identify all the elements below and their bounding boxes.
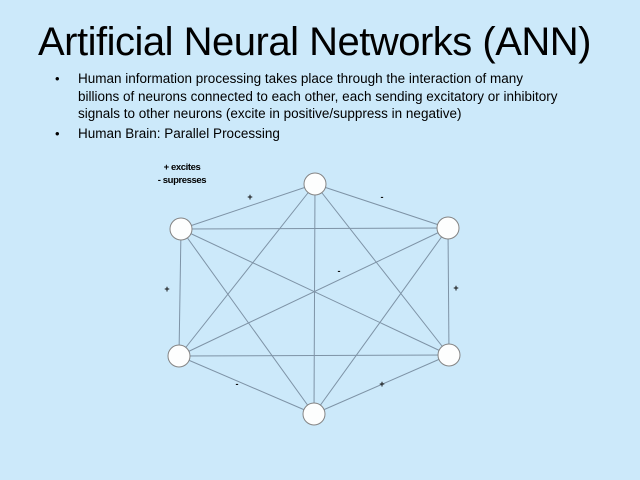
diagram-legend: + excites - supresses bbox=[150, 162, 214, 187]
neuron-node-top-right bbox=[436, 216, 460, 240]
sign-label-minus-5: - bbox=[236, 379, 239, 389]
synapse-edge-top-right-bottom-right bbox=[447, 227, 450, 356]
synapse-edge-top-bottom-left bbox=[178, 183, 316, 357]
synapse-edge-top-top-right bbox=[314, 183, 449, 229]
bullet-icon: • bbox=[55, 125, 60, 141]
sign-label-plus-0: + bbox=[247, 192, 252, 202]
bullet-list: • Human information processing takes pla… bbox=[55, 70, 600, 142]
legend-excites: + excites bbox=[163, 162, 201, 173]
bullet-item-1: • Human information processing takes pla… bbox=[55, 70, 600, 123]
sign-label-minus-1: - bbox=[381, 192, 384, 202]
synapse-edge-top-right-top-left bbox=[180, 227, 449, 230]
neuron-node-top-left bbox=[169, 217, 193, 241]
sign-label-plus-6: + bbox=[379, 379, 384, 389]
synapse-edge-bottom-top-left bbox=[180, 228, 315, 415]
bullet-icon: • bbox=[55, 71, 60, 86]
bullet-text-1: Human information processing takes place… bbox=[78, 71, 558, 121]
synapse-edge-top-right-bottom-left bbox=[178, 227, 449, 357]
synapse-edge-bottom-right-top-left bbox=[180, 228, 450, 356]
synapse-edge-top-top-left bbox=[180, 183, 316, 230]
synapse-edge-top-bottom bbox=[313, 183, 316, 415]
synapse-edge-bottom-right-bottom bbox=[313, 354, 450, 415]
synapse-edge-top-right-bottom bbox=[313, 227, 449, 415]
synapse-edge-bottom-bottom-left bbox=[178, 355, 315, 415]
synapse-edge-bottom-right-bottom-left bbox=[178, 354, 450, 357]
synapse-edge-top-bottom-right bbox=[314, 183, 450, 356]
neuron-node-bottom bbox=[302, 402, 326, 426]
legend-supresses: - supresses bbox=[157, 174, 207, 186]
bullet-text-2: Human Brain: Parallel Processing bbox=[78, 125, 280, 141]
synapse-edge-bottom-left-top-left bbox=[178, 228, 182, 357]
slide-title: Artificial Neural Networks (ANN) bbox=[38, 20, 591, 64]
sign-label-minus-2: - bbox=[338, 266, 341, 276]
sign-label-plus-4: + bbox=[453, 283, 458, 293]
sign-label-plus-3: + bbox=[164, 284, 169, 294]
neuron-node-top bbox=[303, 172, 327, 196]
bullet-item-2: • Human Brain: Parallel Processing bbox=[55, 125, 600, 143]
neuron-node-bottom-right bbox=[437, 343, 461, 367]
neuron-node-bottom-left bbox=[167, 344, 191, 368]
